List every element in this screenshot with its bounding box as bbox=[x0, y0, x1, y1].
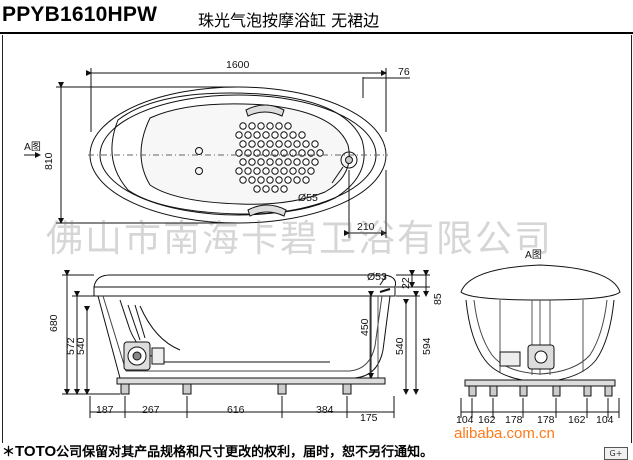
dim-height-572: 572 bbox=[65, 337, 77, 355]
drain-outer bbox=[340, 151, 358, 169]
dim-depth-450: 450 bbox=[359, 318, 371, 336]
dim-rim-22: 22 bbox=[400, 277, 412, 289]
dim-rim-85: 85 bbox=[432, 293, 444, 305]
top-view-label: A图 bbox=[24, 141, 41, 153]
corner-badge: G+ bbox=[604, 447, 628, 460]
alibaba-watermark: alibaba.com.cn bbox=[454, 425, 555, 442]
company-watermark: 佛山市南海卡碧卫浴有限公司 bbox=[46, 217, 553, 260]
drain-inner bbox=[345, 156, 353, 164]
drawing-frame bbox=[2, 35, 632, 443]
dim-end-178a: 178 bbox=[505, 414, 523, 426]
dim-end-104a: 104 bbox=[456, 414, 474, 426]
dim-end-162b: 162 bbox=[568, 414, 586, 426]
dim-base-384: 384 bbox=[316, 404, 334, 416]
footnote-text: 公司保留对其产品规格和尺寸更改的权利，届时，恕不另行通知。 bbox=[56, 445, 434, 460]
dim-drain-offset: 210 bbox=[357, 221, 375, 233]
top-view bbox=[24, 68, 410, 238]
brand-name: TOTO bbox=[15, 443, 57, 460]
dim-height-680: 680 bbox=[48, 314, 60, 332]
header-rule bbox=[0, 32, 633, 34]
dim-base-616: 616 bbox=[227, 404, 245, 416]
dim-height-594: 594 bbox=[421, 337, 433, 355]
dim-base-267: 267 bbox=[142, 404, 160, 416]
dim-drain-diameter: Ø55 bbox=[298, 192, 318, 204]
dim-length: 1600 bbox=[226, 59, 250, 71]
dim-base-187: 187 bbox=[96, 404, 114, 416]
dim-width: 810 bbox=[43, 152, 55, 170]
headrest-top bbox=[245, 104, 285, 117]
dim-end-104b: 104 bbox=[596, 414, 614, 426]
footnote-mark: ＊ bbox=[2, 445, 16, 460]
headrest-bottom bbox=[247, 204, 287, 217]
product-title: 珠光气泡按摩浴缸 无裙边 bbox=[198, 11, 380, 30]
side-view bbox=[62, 270, 430, 418]
dim-overflow-diameter: Ø53 bbox=[367, 271, 387, 283]
dim-height-540-right: 540 bbox=[394, 337, 406, 355]
dim-height-540-left: 540 bbox=[75, 337, 87, 355]
jet-holes bbox=[235, 122, 324, 193]
dim-rim-offset: 76 bbox=[398, 66, 410, 78]
footnote: ＊TOTO公司保留对其产品规格和尺寸更改的权利，届时，恕不另行通知。 bbox=[2, 441, 433, 460]
dim-end-178b: 178 bbox=[537, 414, 555, 426]
dim-base-175: 175 bbox=[360, 412, 378, 424]
dim-end-162a: 162 bbox=[478, 414, 496, 426]
side-view-label: A图 bbox=[525, 249, 542, 261]
model-number: PPYB1610HPW bbox=[2, 3, 158, 26]
end-view bbox=[460, 264, 621, 418]
